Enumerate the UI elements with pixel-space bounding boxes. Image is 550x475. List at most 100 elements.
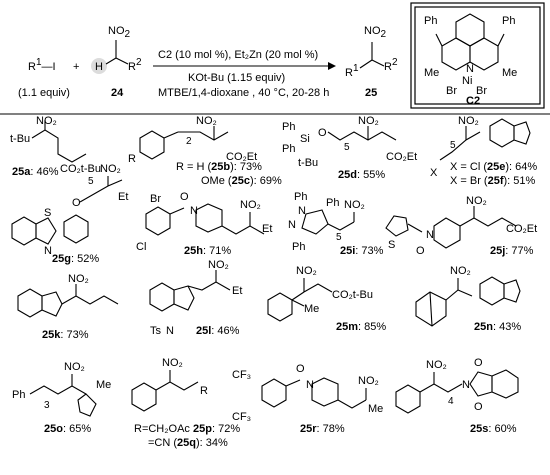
svg-text:NO₂: NO₂ <box>100 163 121 175</box>
compound-25i-structure: Ph N N Ph Ph NO₂ 5 <box>288 191 365 253</box>
svg-text:O: O <box>474 401 483 413</box>
svg-text:CO₂Et: CO₂Et <box>506 223 537 235</box>
reagent2-h: H <box>95 61 103 73</box>
svg-text:NO₂: NO₂ <box>358 115 379 127</box>
compound-25g-label: 25g: 52% <box>52 253 99 265</box>
compound-25l-label: 25l: 46% <box>196 325 240 337</box>
svg-text:O: O <box>416 245 425 257</box>
product-r1: R1 <box>345 63 359 79</box>
catalyst-n: N <box>466 63 474 75</box>
svg-text:O: O <box>296 363 305 375</box>
reaction-arrowhead <box>328 62 336 70</box>
compound-25k-label: 25k: 73% <box>42 329 89 341</box>
catalyst-id: C2 <box>466 95 480 107</box>
svg-text:Et: Et <box>232 285 242 297</box>
svg-text:NO₂: NO₂ <box>240 199 261 211</box>
svg-text:N: N <box>426 229 434 241</box>
compound-25k-structure: NO₂ <box>17 273 119 318</box>
svg-text:O: O <box>318 127 327 139</box>
svg-text:N: N <box>288 219 296 231</box>
compound-25a-structure: t-Bu NO₂ CO₂t-Bu <box>10 115 101 175</box>
svg-text:Si: Si <box>300 133 310 145</box>
svg-text:X: X <box>430 167 438 179</box>
compound-25p-structure: NO₂ R <box>131 357 208 412</box>
svg-text:3: 3 <box>44 400 50 411</box>
condition-base: KOt-Bu (1.15 equiv) <box>188 72 285 84</box>
compound-25n-structure: NO₂ <box>415 265 521 327</box>
compound-25h-structure: Br Cl O N NO₂ Et <box>136 191 272 253</box>
compound-25l-structure: Ts N NO₂ Et <box>149 259 242 337</box>
compound-25r-label: 25r: 78% <box>300 423 345 435</box>
svg-text:t-Bu: t-Bu <box>298 157 318 169</box>
compound-25p-label: R=CH₂OAc 25p: 72% <box>134 423 240 435</box>
svg-text:Me: Me <box>96 379 111 391</box>
svg-text:NO₂: NO₂ <box>162 357 183 369</box>
condition-catalyst: C2 (10 mol %), Et₂Zn (20 mol %) <box>158 49 318 61</box>
compound-25b-structure: NO₂ 2 CO₂Et R <box>128 115 257 165</box>
svg-text:S: S <box>388 239 395 251</box>
svg-text:NO₂: NO₂ <box>450 265 471 277</box>
compound-25m-label: 25m: 85% <box>336 321 386 333</box>
compound-25e-structure: NO₂ 5 X <box>430 115 531 179</box>
compound-25d-label: 25d: 55% <box>338 169 385 181</box>
reagent2-r2: R2 <box>128 57 142 73</box>
catalyst-me-left: Me <box>424 67 439 79</box>
svg-text:CO₂t-Bu: CO₂t-Bu <box>60 163 101 175</box>
svg-text:2: 2 <box>186 136 192 147</box>
svg-text:R: R <box>128 153 136 165</box>
svg-text:Ph: Ph <box>282 143 295 155</box>
compound-25j-structure: S O N NO₂ CO₂Et <box>385 195 537 257</box>
compound-25f-label: X = Br (25f): 51% <box>450 175 536 187</box>
svg-text:N: N <box>306 379 314 391</box>
compound-25r-structure: CF₃ CF₃ O N NO₂ Me <box>232 363 383 423</box>
svg-text:R: R <box>200 385 208 397</box>
svg-text:Me: Me <box>368 403 383 415</box>
svg-text:Ph: Ph <box>12 389 25 401</box>
reaction-header: R1—I (1.1 equiv) + H NO2 R2 24 C2 (10 mo… <box>18 25 398 99</box>
product-no2: NO2 <box>364 25 387 40</box>
reagent1-label: R1—I <box>28 57 56 73</box>
svg-text:Ph: Ph <box>326 197 339 209</box>
svg-text:NO₂: NO₂ <box>466 195 487 207</box>
compound-25s-label: 25s: 60% <box>470 423 517 435</box>
compound-25g-structure: S N O NO₂ 5 Et <box>11 163 128 257</box>
svg-text:NO₂: NO₂ <box>208 259 229 271</box>
catalyst-box: Ph Ph Me Me N Ni Br Br C2 <box>410 2 545 109</box>
svg-text:Ph: Ph <box>282 121 295 133</box>
svg-text:CO₂Et: CO₂Et <box>226 151 257 163</box>
catalyst-br-right: Br <box>476 85 487 97</box>
svg-text:CF₃: CF₃ <box>232 411 251 423</box>
catalyst-ph-left: Ph <box>424 15 437 27</box>
svg-text:Ph: Ph <box>294 191 307 203</box>
catalyst-me-right: Me <box>502 67 517 79</box>
svg-text:Ts: Ts <box>150 325 162 337</box>
compound-25b-label: R = H (25b): 73% <box>176 161 262 173</box>
svg-text:O: O <box>72 197 81 209</box>
svg-text:O: O <box>474 357 483 369</box>
svg-text:N: N <box>44 245 52 257</box>
compound-25o-structure: Ph 3 NO₂ Me <box>12 361 111 417</box>
svg-text:NO₂: NO₂ <box>344 199 365 211</box>
catalyst-ph-right: Ph <box>502 15 515 27</box>
catalyst-ni: Ni <box>462 75 472 87</box>
svg-text:S: S <box>44 207 51 219</box>
compound-25c-label: OMe (25c): 69% <box>201 175 282 187</box>
reagent2-no2: NO2 <box>108 25 131 40</box>
hydrogen-highlight <box>91 58 107 74</box>
svg-text:Me: Me <box>304 303 319 315</box>
svg-text:N: N <box>298 205 306 217</box>
compound-25m-structure: Me NO₂ CO₂t-Bu <box>267 265 373 322</box>
svg-text:NO₂: NO₂ <box>426 359 447 371</box>
product-r2: R2 <box>384 57 398 73</box>
compound-25e-label: X = Cl (25e): 64% <box>450 161 537 173</box>
compound-25i-label: 25i: 73% <box>340 245 384 257</box>
condition-solvent: MTBE/1,4-dioxane , 40 °C, 20-28 h <box>158 87 329 99</box>
svg-text:O: O <box>180 191 189 203</box>
compound-25o-label: 25o: 65% <box>44 423 91 435</box>
svg-text:CO₂t-Bu: CO₂t-Bu <box>332 289 373 301</box>
svg-text:CO₂Et: CO₂Et <box>386 151 417 163</box>
compound-25a-label: 25a: 46% <box>12 166 59 178</box>
svg-text:5: 5 <box>336 232 342 243</box>
svg-text:Br: Br <box>150 193 161 205</box>
